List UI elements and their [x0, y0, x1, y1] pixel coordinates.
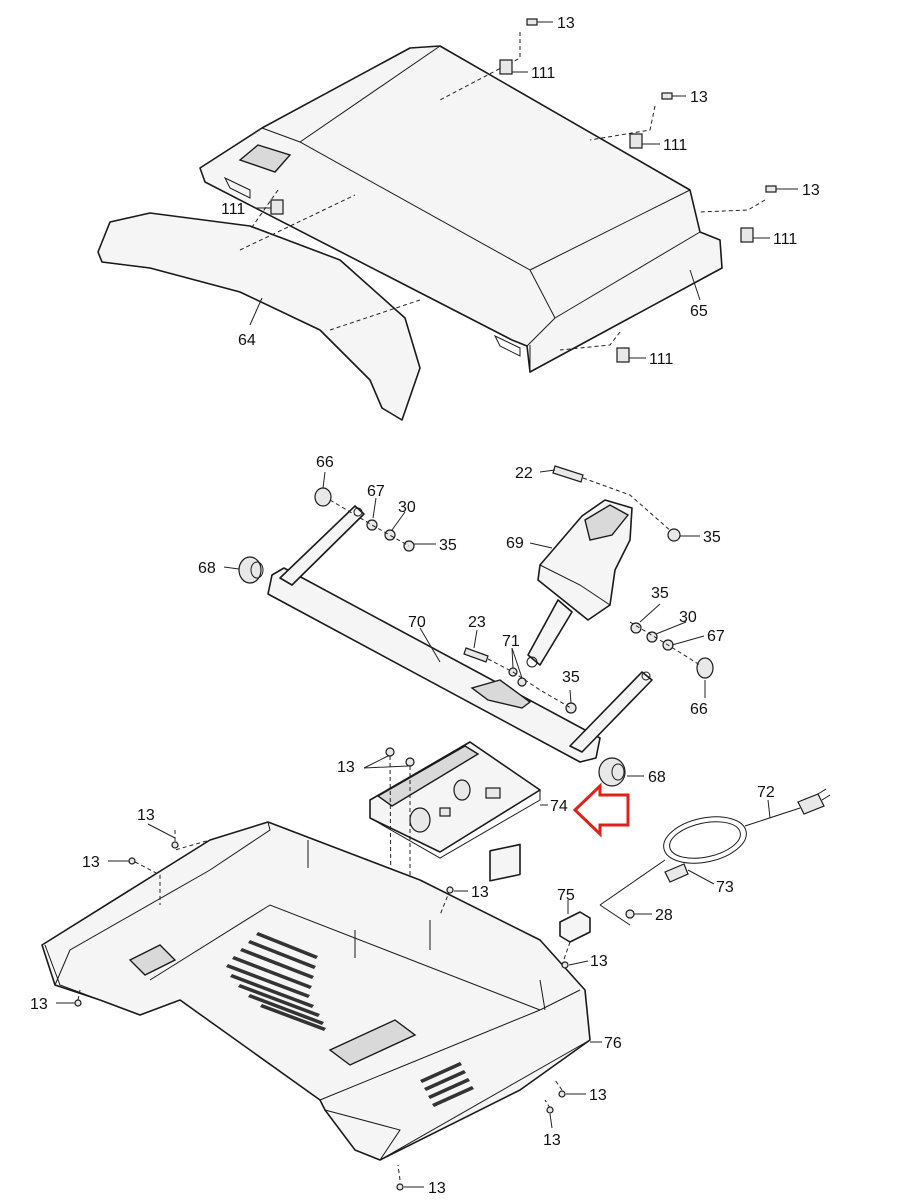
- hood-trim-64: [97, 212, 421, 421]
- callout-13: 13: [690, 89, 708, 106]
- callout-67: 67: [707, 628, 725, 645]
- base-fasteners: [74, 830, 569, 1191]
- callout-28: 28: [655, 907, 673, 924]
- highlight-arrow: [572, 782, 630, 838]
- switch-75: [559, 911, 591, 966]
- callout-22: 22: [515, 465, 533, 482]
- callout-13: 13: [589, 1087, 607, 1104]
- callout-13: 13: [428, 1180, 446, 1197]
- motor-hood-65: [199, 45, 723, 373]
- base-pan-76: [41, 821, 591, 1161]
- callout-23: 23: [468, 614, 486, 631]
- callout-35: 35: [439, 537, 457, 554]
- callout-labels: 13 111 13 111 13 111 65 111 64 111 66 67…: [30, 15, 820, 1197]
- callout-111: 111: [221, 201, 245, 218]
- callout-70: 70: [408, 614, 426, 631]
- callout-66: 66: [690, 701, 708, 718]
- callout-35: 35: [703, 529, 721, 546]
- callout-72: 72: [757, 784, 775, 801]
- callout-66: 66: [316, 454, 334, 471]
- callout-30: 30: [398, 499, 416, 516]
- callout-64: 64: [238, 332, 256, 349]
- callout-111: 111: [531, 65, 555, 82]
- vent-slots: [226, 932, 474, 1107]
- callout-74: 74: [550, 798, 568, 815]
- callout-111: 111: [663, 137, 687, 154]
- callout-73: 73: [716, 879, 734, 896]
- axle-hardware: [314, 465, 714, 714]
- callout-68: 68: [198, 560, 216, 577]
- controller-board-74: [369, 741, 541, 1061]
- power-cord-72: [599, 788, 831, 926]
- callout-13: 13: [30, 996, 48, 1013]
- incline-axle-70: [267, 505, 653, 763]
- callout-111: 111: [773, 231, 797, 248]
- callout-65: 65: [690, 303, 708, 320]
- callout-13: 13: [82, 854, 100, 871]
- leader-lines: [56, 21, 798, 1188]
- callout-13: 13: [802, 182, 820, 199]
- callout-68: 68: [648, 769, 666, 786]
- callout-13: 13: [557, 15, 575, 32]
- callout-13: 13: [543, 1132, 561, 1149]
- callout-13: 13: [137, 807, 155, 824]
- callout-30: 30: [679, 609, 697, 626]
- callout-13: 13: [471, 884, 489, 901]
- callout-111: 111: [649, 351, 673, 368]
- hood-fasteners: [239, 18, 777, 363]
- callout-13: 13: [337, 759, 355, 776]
- callout-71: 71: [502, 633, 520, 650]
- callout-13: 13: [590, 953, 608, 970]
- callout-69: 69: [506, 535, 524, 552]
- wheels-68: [238, 556, 626, 787]
- callout-35: 35: [651, 585, 669, 602]
- callout-76: 76: [604, 1035, 622, 1052]
- callout-75: 75: [557, 887, 575, 904]
- callout-67: 67: [367, 483, 385, 500]
- callout-35: 35: [562, 669, 580, 686]
- incline-motor-69: [526, 499, 633, 668]
